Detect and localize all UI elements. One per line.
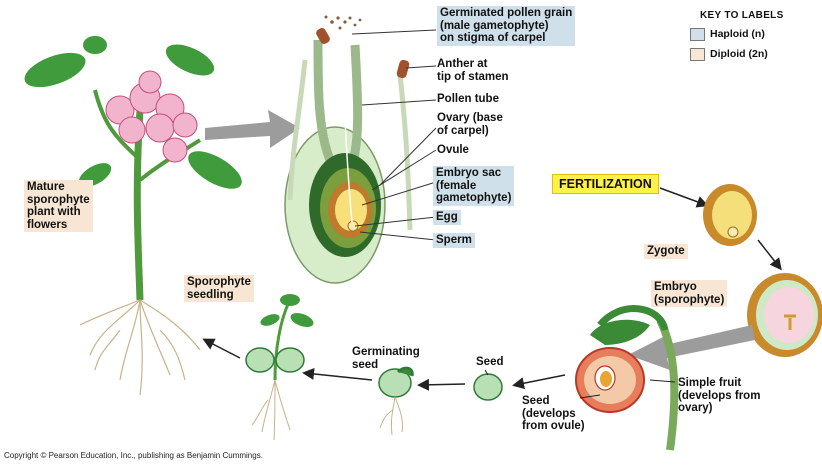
germinating-seed-illustration	[379, 368, 412, 435]
label-seed-develops: Seed (develops from ovule)	[522, 395, 585, 433]
key-diploid: Diploid (2n)	[710, 48, 768, 60]
label-germinating-seed: Germinating seed	[352, 346, 420, 371]
zygote-illustration	[703, 184, 757, 246]
carpel-section-illustration	[285, 16, 410, 284]
fruit-to-seed-arrow	[515, 375, 565, 385]
label-embryo: Embryo (sporophyte)	[651, 280, 727, 307]
embryo-to-fruit-arrow	[628, 325, 755, 370]
fertilization-badge: FERTILIZATION	[552, 174, 659, 194]
fruit-illustration	[576, 309, 674, 450]
label-pollen-tube: Pollen tube	[437, 93, 499, 106]
label-mature-plant: Mature sporophyte plant with flowers	[24, 180, 93, 232]
label-embryo-sac: Embryo sac (female gametophyte)	[433, 166, 514, 206]
haploid-swatch	[690, 28, 705, 41]
label-zygote: Zygote	[644, 244, 688, 259]
seedling-to-mature-arrow	[205, 340, 240, 358]
diploid-swatch	[690, 48, 705, 61]
seedling-illustration	[246, 294, 315, 440]
label-sperm: Sperm	[433, 233, 475, 248]
key-title: KEY TO LABELS	[700, 10, 784, 21]
germinating-to-seedling-arrow	[305, 373, 372, 380]
key-haploid: Haploid (n)	[710, 28, 765, 40]
label-egg: Egg	[433, 210, 461, 225]
label-anther: Anther at tip of stamen	[437, 58, 509, 83]
embryo-illustration	[747, 273, 822, 357]
label-seed: Seed	[476, 356, 504, 369]
flower-to-carpel-arrow	[205, 110, 300, 148]
fertilization-arrow	[660, 188, 706, 205]
label-simple-fruit: Simple fruit (develops from ovary)	[678, 377, 760, 415]
copyright-text: Copyright © Pearson Education, Inc., pub…	[4, 451, 263, 460]
seed-to-germinating-arrow	[420, 384, 465, 385]
label-sporophyte-seedling: Sporophyte seedling	[184, 275, 254, 302]
zygote-to-embryo-arrow	[758, 240, 780, 268]
label-ovule: Ovule	[437, 144, 469, 157]
label-ovary: Ovary (base of carpel)	[437, 112, 503, 137]
seed-illustration	[474, 374, 502, 400]
label-germinated-pollen: Germinated pollen grain (male gametophyt…	[437, 6, 575, 46]
